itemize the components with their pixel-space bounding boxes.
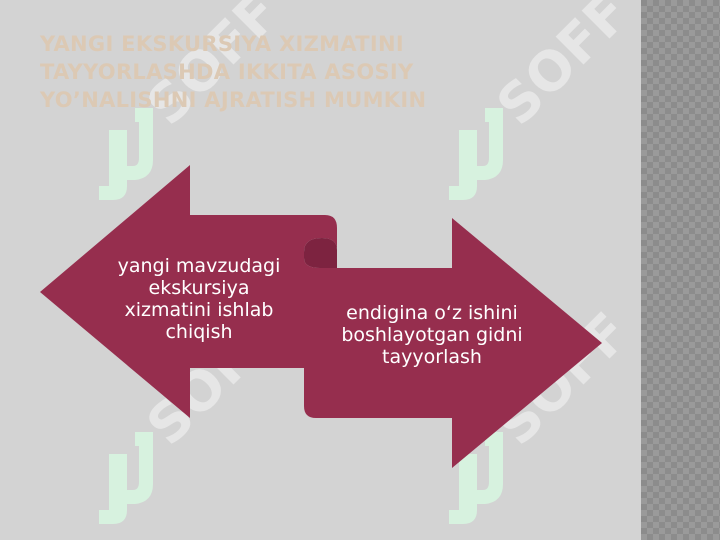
left-arrow-label: yangi mavzudagi ekskursiya xizmatini ish…	[117, 255, 281, 343]
right-arrow-shape	[304, 218, 602, 468]
slide-title: Yangi ekskursiya xizmatini tayyorlashda …	[40, 32, 427, 112]
slide-canvas: SOFF SOFF SOFF SOFF Yangi ekskursiya xiz…	[0, 0, 641, 540]
arrow-curl-shadow	[304, 238, 337, 268]
left-arrow-shape	[40, 165, 337, 418]
decorative-side-panel	[641, 0, 720, 540]
right-arrow-label: endigina o‘z ishini boshlayotgan gidni t…	[341, 302, 523, 368]
two-arrows-diagram	[40, 165, 602, 468]
